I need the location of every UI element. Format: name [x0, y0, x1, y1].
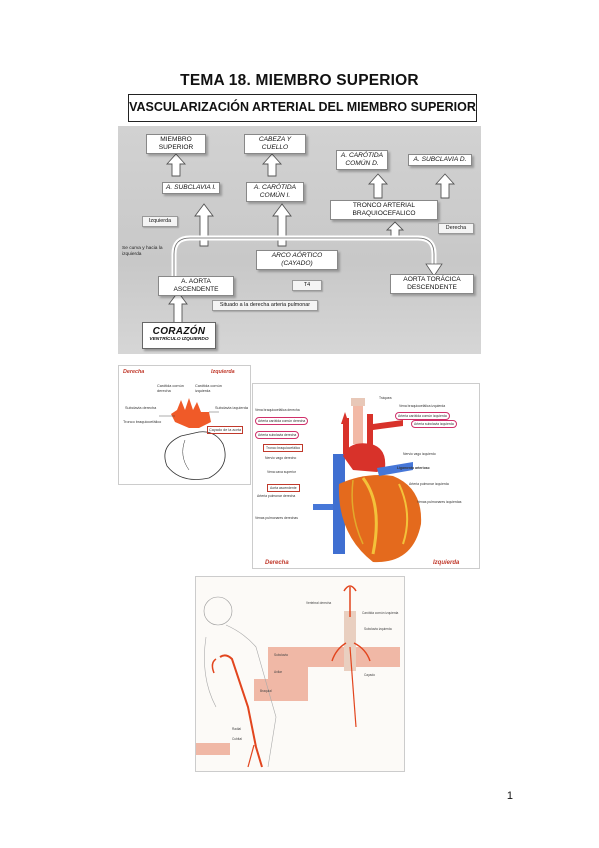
tag-derecha: Derecha [438, 223, 474, 234]
upper-limb-arteries-figure: Vertebral derecha Subclavia Axilar Braqu… [195, 576, 405, 772]
label-tronco-braquiocefalico: Tronco braquiocefálico [263, 444, 304, 452]
tag-t4: T4 [292, 280, 322, 291]
label-arteria-pulmonar-izquierda: Arteria pulmonar izquierda [409, 482, 449, 486]
label-carotida-izquierda: Carótida común izquierda [195, 384, 222, 393]
label-arteria-subclavia-izquierda: Arteria subclavia izquierda [411, 420, 457, 428]
label-braquial: Braquial [260, 689, 272, 693]
label-axilar: Axilar [274, 670, 282, 674]
heart-sketch-illustration [159, 398, 226, 480]
section-title: VASCULARIZACIÓN ARTERIAL DEL MIEMBRO SUP… [128, 94, 477, 122]
ventriculo-label: VENTRÍCULO IZQUIERDO [149, 337, 209, 342]
box-carotida-comun-d: A. CARÓTIDA COMÚN D. [336, 150, 388, 170]
box-miembro-superior: MIEMBRO SUPERIOR [146, 134, 206, 154]
label-tronco: Tronco braquiocefálico [123, 420, 162, 424]
label-izquierda-footer: Izquierda [433, 560, 460, 566]
label-subclavia-derecha: Subclavia derecha [125, 406, 157, 410]
tag-situado: Situado a la derecha arteria pulmonar [212, 300, 318, 311]
label-subclavia-izquierda: Subclavia izquierda [364, 627, 392, 631]
up-arrow-icon [261, 153, 283, 177]
label-vertebral-derecha: Vertebral derecha [306, 601, 332, 605]
label-radial: Radial [232, 727, 242, 731]
up-arrow-icon [194, 203, 214, 247]
label-traquea: Tráquea [379, 396, 392, 400]
label-cayado: Cayado de la aorta [207, 426, 244, 434]
label-subclavia-izquierda: Subclavia izquierda [215, 406, 248, 410]
label-subclavia: Subclavia [274, 653, 288, 657]
label-cubital: Cubital [232, 737, 242, 741]
label-vena-braquiocefalica-derecha: Vena braquiocefálica derecha [255, 408, 300, 412]
up-arrow-icon [367, 173, 389, 199]
label-nervio-vago-derecho: Nervio vago derecho [265, 456, 297, 460]
label-vena-braquiocefalica-izquierda: Vena braquiocefálica izquierda [399, 404, 446, 408]
page-title: TEMA 18. MIEMBRO SUPERIOR [180, 72, 419, 89]
box-cabeza-cuello: CABEZA Y CUELLO [244, 134, 306, 154]
highlight-band [196, 743, 230, 755]
box-subclavia-i: A. SUBCLAVIA I. [162, 182, 220, 194]
flow-arrows [165, 153, 456, 327]
label-ligamento-arterioso: Ligamento arterioso [397, 466, 430, 470]
label-derecha-footer: Derecha [265, 560, 289, 566]
heart-anatomy-illustration [313, 398, 422, 563]
label-nervio-vago-izquierdo: Nervio vago izquierdo [403, 452, 436, 456]
heart-sketch-figure: Derecha Izquierda Carótida común derecha… [118, 365, 251, 485]
label-carotida-comun-izquierda: Carótida común izquierda [362, 611, 399, 615]
label-venas-pulmonares-izquierdas: Venas pulmonares izquierdas [417, 500, 462, 504]
up-arrow-icon [168, 291, 188, 327]
label-izquierda: Izquierda [211, 369, 235, 375]
up-arrow-icon [385, 221, 405, 237]
box-carotida-comun-i: A. CARÓTIDA COMÚN I. [246, 182, 304, 202]
label-arteria-carotida-izquierda: Arteria carótida común izquierda [395, 412, 450, 420]
heart-anatomy-figure: Vena braquiocefálica derecha Arteria car… [252, 383, 480, 569]
up-arrow-icon [272, 203, 292, 247]
box-arco-aortico: ARCO AÓRTICO (CAYADO) [256, 250, 338, 270]
label-venas-pulmonares-derechas: Venas pulmonares derechas [255, 516, 298, 520]
page-number: 1 [506, 790, 513, 802]
box-aorta-toracica: AORTA TORÁCICA DESCENDENTE [390, 274, 474, 294]
up-arrow-icon [165, 153, 187, 177]
label-vena-cava-superior: Vena cava superior [267, 470, 297, 474]
highlight-band [268, 667, 308, 679]
label-cayado: Cayado [364, 673, 375, 677]
box-corazon: CORAZÓN VENTRÍCULO IZQUIERDO [142, 322, 216, 349]
corazon-label: CORAZÓN [152, 326, 206, 337]
arterial-flow-diagram: MIEMBRO SUPERIOR CABEZA Y CUELLO A. CARÓ… [118, 126, 481, 354]
down-arrow-icon [425, 263, 443, 277]
tag-curva: Se curva y hacia la izquierda [122, 246, 163, 257]
up-arrow-icon [434, 173, 456, 199]
upper-limb-illustration [203, 585, 371, 768]
box-tronco-braquiocefalico: TRONCO ARTERIAL BRAQUIOCEFALICO [330, 200, 438, 220]
box-subclavia-d: A. SUBCLAVIA D. [408, 154, 472, 166]
tag-izquierda: Izquierda [142, 216, 178, 227]
label-derecha: Derecha [123, 369, 145, 375]
highlight-band [254, 679, 308, 701]
label-arteria-subclavia-derecha: Arteria subclavia derecha [255, 431, 300, 439]
label-carotida-derecha: Carótida común derecha [157, 384, 184, 393]
label-arteria-pulmonar-derecha: Arteria pulmonar derecha [257, 494, 296, 498]
label-aorta-ascendente: Aorta ascendente [267, 484, 300, 492]
box-aorta-ascendente: A. AORTA ASCENDENTE [158, 276, 234, 296]
label-arteria-carotida-derecha: Arteria carótida común derecha [255, 417, 309, 425]
